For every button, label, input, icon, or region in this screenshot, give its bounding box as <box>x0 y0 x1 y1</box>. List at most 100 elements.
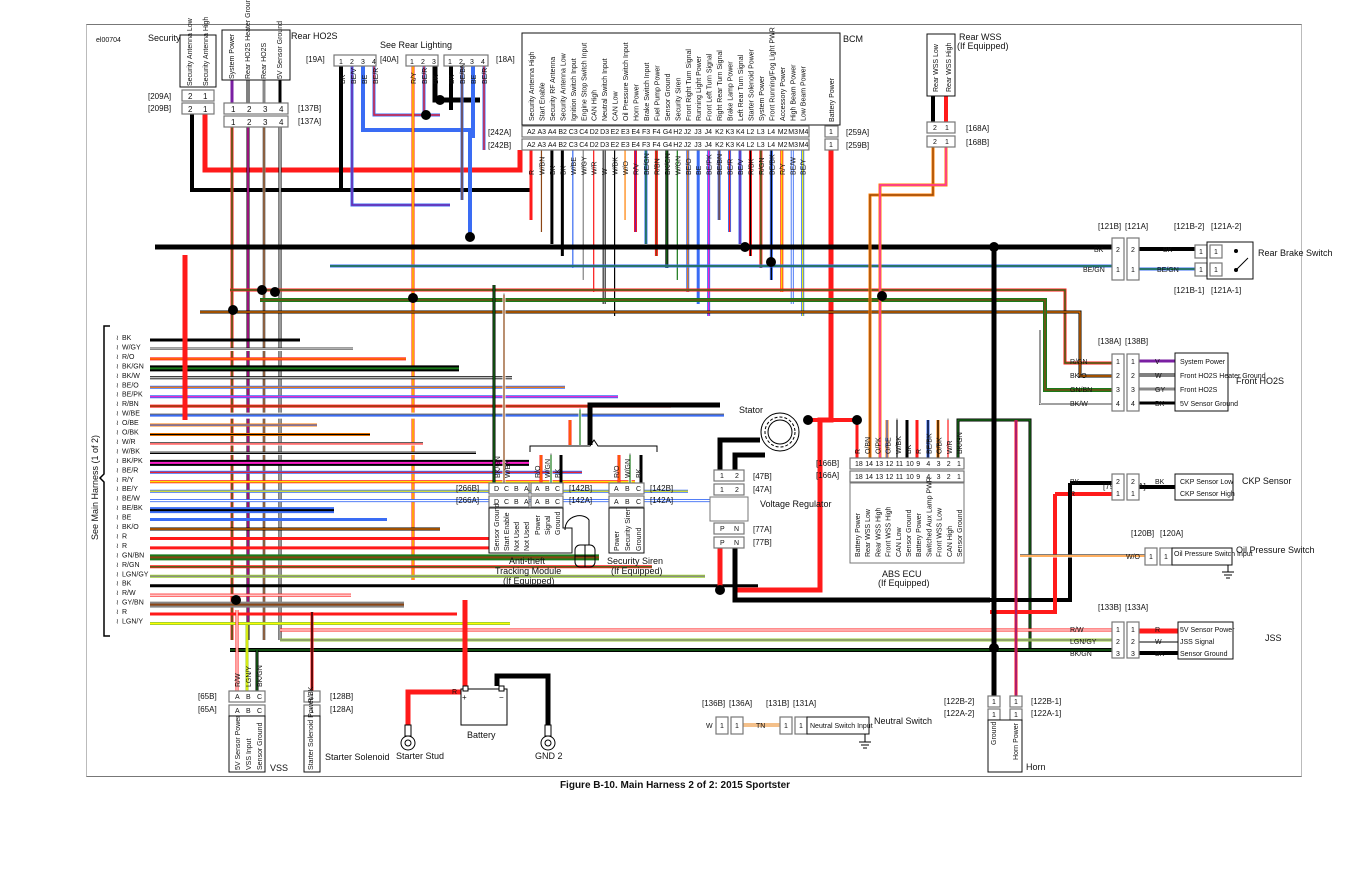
abs-ecu-title: ABS ECU <box>882 569 922 579</box>
ckp-sensor-box <box>1174 473 1234 501</box>
pin-num: 2 <box>735 473 739 480</box>
wire-label: R/V <box>634 163 641 175</box>
pin-label: JSS Signal <box>1180 639 1215 646</box>
pin-num: E4 <box>632 142 641 149</box>
splice-dot <box>715 585 725 595</box>
splice-dot <box>421 110 431 120</box>
pin-label: CKP Sensor Low <box>1180 479 1234 486</box>
security-antenna: Security Antenna Security Antenna Low Se… <box>148 17 217 115</box>
connector-121a2 <box>1209 244 1223 259</box>
pin-label: Rear HO2S Heater Ground <box>245 0 252 79</box>
pin-num: B <box>514 499 519 506</box>
connector-label-120a: [120A] <box>1160 529 1183 538</box>
wire-label: BE/BK <box>122 505 143 512</box>
ckp-sensor-title: CKP Sensor <box>1242 476 1291 486</box>
pin-num: C4 <box>579 129 588 136</box>
wire-label: BE <box>471 74 478 84</box>
connector-label-121b2: [121B-2] <box>1174 222 1204 231</box>
wire-label: W <box>602 168 609 175</box>
connector-break-icon: ≀ <box>116 420 119 427</box>
pin-num: 1 <box>1131 267 1135 274</box>
connector-128b <box>303 690 321 703</box>
horn: [122B-2] [122A-2] 1 1 1 1 [122B-1] [122A… <box>944 695 1061 773</box>
splice-dot <box>231 595 241 605</box>
connector-19a <box>333 54 377 67</box>
connector-break-icon: ≀ <box>116 543 119 550</box>
connector-122b1 <box>1009 695 1023 708</box>
connector-label-142a: [142A] <box>650 496 673 505</box>
connector-break-icon: ≀ <box>116 609 119 616</box>
connector-break-icon: ≀ <box>116 581 119 588</box>
pin-label: 5V Sensor Ground <box>277 21 284 79</box>
pin-label: Security Antenna Low <box>560 52 567 121</box>
security-siren-box <box>608 507 645 554</box>
connector-133a <box>1126 621 1140 659</box>
pin-num: L4 <box>767 129 775 136</box>
pin-num: 1 <box>1214 267 1218 274</box>
connector-label-77a: [77A] <box>753 525 772 534</box>
pin-label: Ignition Switch Input <box>571 58 578 121</box>
pin-num: K3 <box>726 142 735 149</box>
pin-num: H2 <box>673 129 682 136</box>
wire-label: R/GN <box>122 562 140 569</box>
pin-label: Signal <box>545 515 552 535</box>
wire-core <box>361 66 472 240</box>
pin-label: Brake Switch Input <box>644 63 651 121</box>
pin-num: 1 <box>231 105 236 114</box>
wire-label: BK/PK <box>122 458 143 465</box>
rear-ho2s-box <box>221 29 291 81</box>
wire-label: W/R <box>592 161 599 175</box>
battery-negative-terminal <box>498 685 505 692</box>
pin-num: 1 <box>799 723 803 730</box>
pin-num: 10 <box>906 474 914 481</box>
connector-label-168a: [168A] <box>966 124 989 133</box>
pin-label: Starter Solenoid Power <box>308 697 315 770</box>
main-harness-label: See Main Harness (1 of 2) <box>90 435 100 540</box>
wire-label: W/BK <box>896 436 903 454</box>
wire-stripe <box>200 311 1112 377</box>
pin-num: 2 <box>1116 479 1120 486</box>
connector-142b-siren <box>608 482 645 495</box>
connector-label-77b: [77B] <box>753 538 772 547</box>
pin-num: K4 <box>736 142 745 149</box>
connector-label-138b: [138B] <box>1125 337 1148 346</box>
wire-rl <box>361 66 472 240</box>
pin-num: C <box>504 486 509 493</box>
pin-num: 1 <box>945 139 949 146</box>
wire-label: R/W <box>235 673 242 687</box>
connector-label-266a: [266A] <box>456 496 479 505</box>
splice-dot <box>270 287 280 297</box>
battery: + − Battery R <box>452 685 508 740</box>
pin-num: 1 <box>310 694 314 701</box>
wire-label: BE/R <box>422 68 429 84</box>
security-siren-title: Security Siren <box>607 556 663 566</box>
wire-label: R/Y <box>411 72 418 84</box>
pin-label: Security Antenna High <box>203 17 210 86</box>
gps-antenna-icon <box>564 515 596 568</box>
wire-label: BE/R <box>373 68 380 84</box>
wire-label: W/BE <box>122 411 140 418</box>
pin-label: Neutral Switch Input <box>602 58 609 121</box>
pin-num: K3 <box>726 129 735 136</box>
splice-dot <box>877 291 887 301</box>
wire-stripe <box>351 66 450 206</box>
connector-break-icon: ≀ <box>116 448 119 455</box>
pin-label: Security Siren <box>675 77 682 121</box>
connector-209b <box>181 102 215 115</box>
wire-label: BK <box>1155 651 1165 658</box>
wire-label: BE <box>122 515 132 522</box>
pin-label: Front HO2S Heater Ground <box>1180 373 1266 380</box>
pin-label: Front WSS High <box>886 506 893 557</box>
battery-title: Battery <box>467 730 496 740</box>
pin-num: 1 <box>992 699 996 706</box>
wire-core <box>372 66 440 117</box>
pin-label: System Power <box>229 33 236 79</box>
splice-dot <box>989 643 999 653</box>
connector-break-icon: ≀ <box>116 600 119 607</box>
pin-label: Fuel Pump Power <box>654 65 661 121</box>
connector-label-133a: [133A] <box>1125 603 1148 612</box>
